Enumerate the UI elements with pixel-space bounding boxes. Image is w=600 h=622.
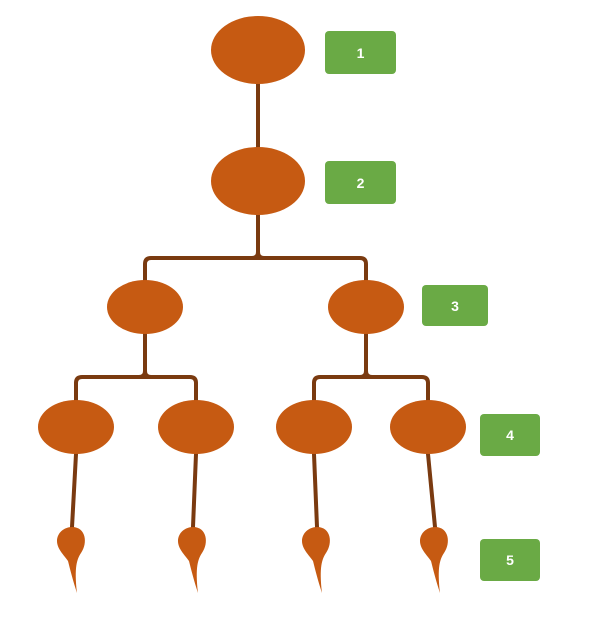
leaf-drop-node — [420, 527, 448, 593]
connector-vertical — [191, 452, 198, 529]
leaf-drop-node — [178, 527, 206, 593]
tree-node-l4b — [158, 400, 234, 454]
tree-nodes — [38, 16, 466, 593]
connector-branch — [312, 375, 368, 402]
connector-branch — [256, 256, 368, 282]
connector-branch — [74, 375, 147, 402]
leaf-drop-node — [57, 527, 85, 593]
connector-vertical — [70, 452, 78, 529]
connector-branch — [364, 375, 430, 402]
level-badge-5: 5 — [480, 539, 540, 581]
connector-lines — [70, 82, 437, 529]
connector-vertical — [426, 452, 437, 529]
tree-node-l4d — [390, 400, 466, 454]
connector-branch — [143, 256, 260, 282]
tree-node-l4a — [38, 400, 114, 454]
leaf-drop-node — [302, 527, 330, 593]
level-badge-2: 2 — [325, 161, 396, 204]
tree-node-l3a — [107, 280, 183, 334]
tree-node-l4c — [276, 400, 352, 454]
tree-node-l3b — [328, 280, 404, 334]
level-badge-1: 1 — [325, 31, 396, 74]
tree-node-level2 — [211, 147, 305, 215]
level-badge-3: 3 — [422, 285, 488, 326]
tree-node-root — [211, 16, 305, 84]
connector-branch — [143, 375, 198, 402]
connector-vertical — [312, 452, 319, 529]
level-badge-4: 4 — [480, 414, 540, 456]
